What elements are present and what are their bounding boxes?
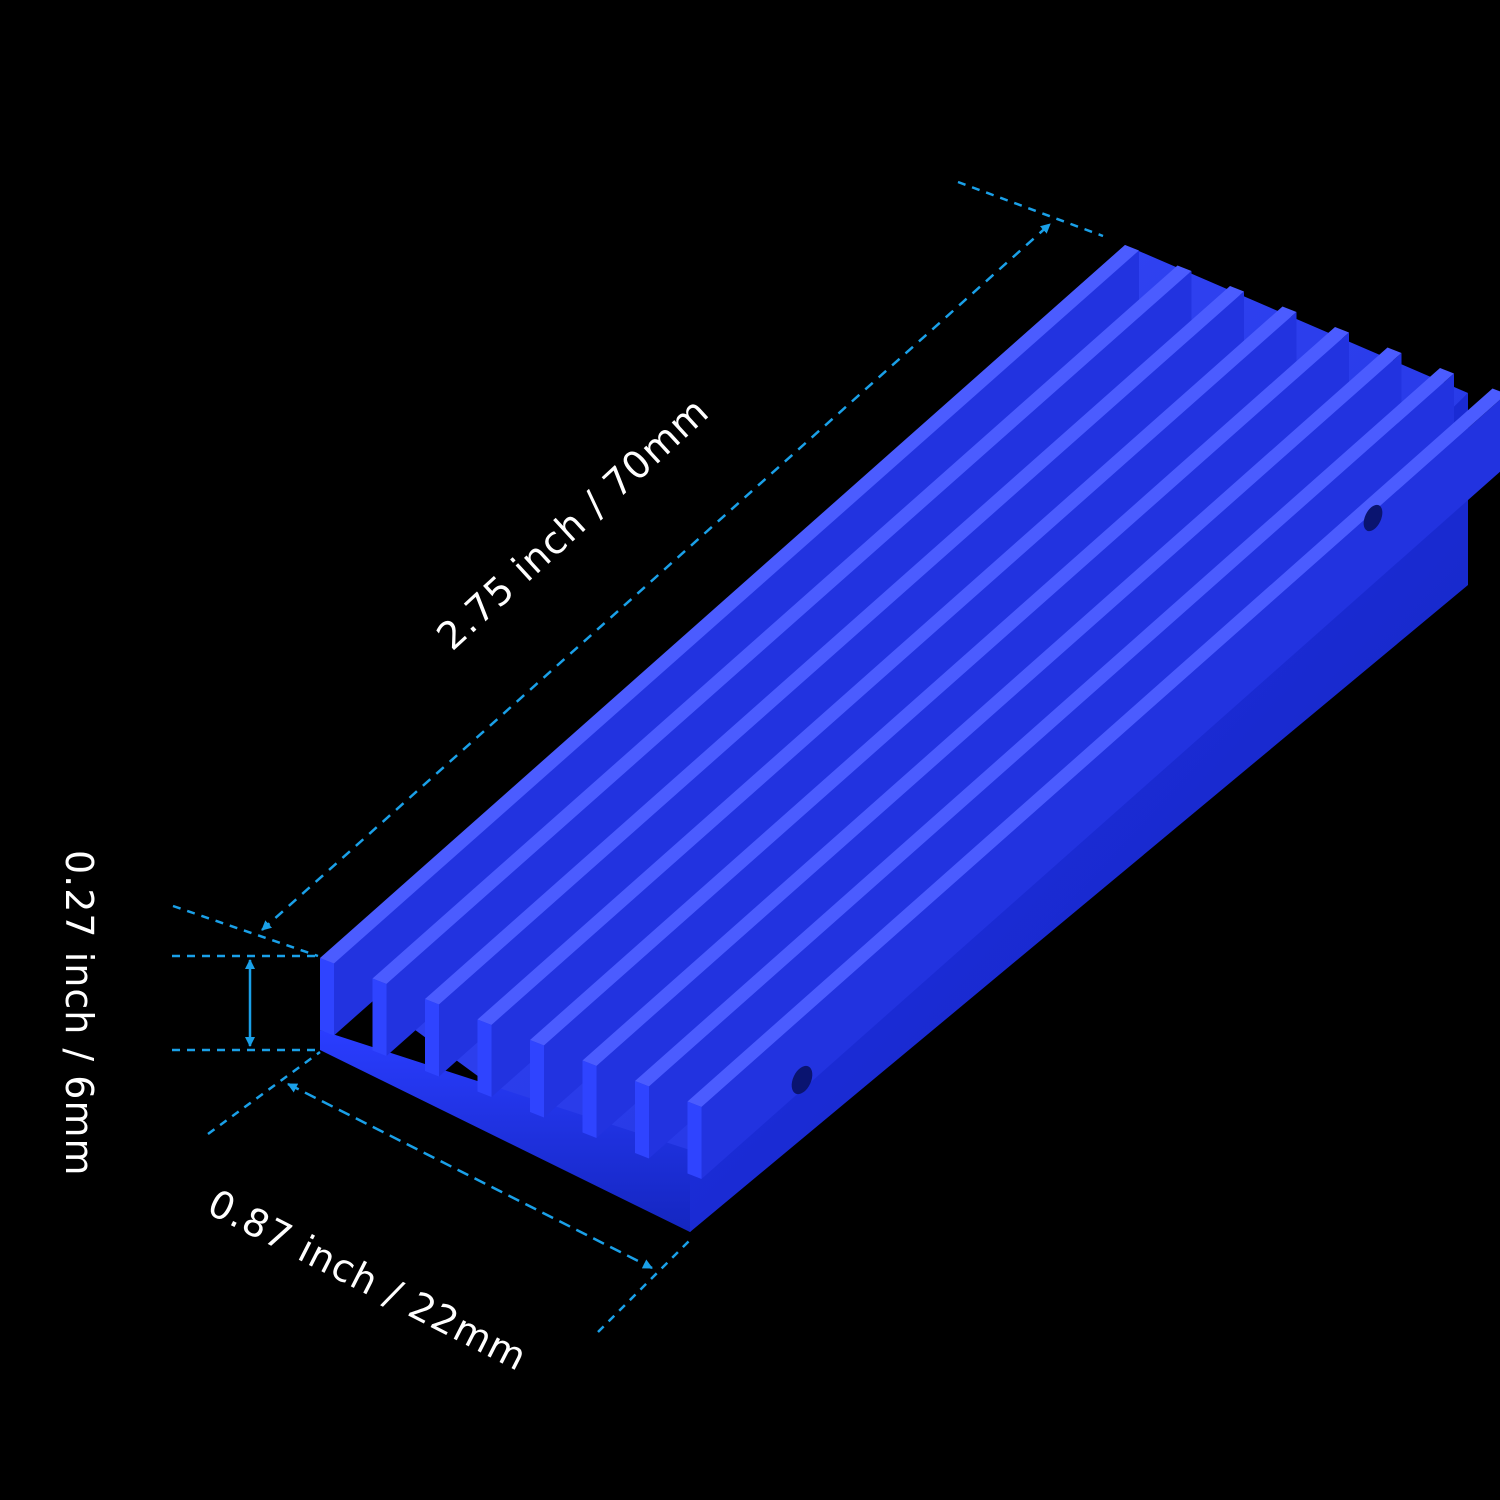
fin-front — [687, 1101, 702, 1179]
length-label: 2.75 inch / 70mm — [428, 389, 717, 659]
width-extension-left — [207, 1050, 321, 1136]
length-extension-bottom — [172, 904, 319, 958]
height-label: 0.27 inch / 6mm — [57, 850, 101, 1176]
fin-front — [425, 999, 439, 1077]
fin-front — [477, 1019, 492, 1097]
length-dimension-line — [261, 223, 1051, 931]
length-extension-top — [957, 180, 1104, 238]
fin-front — [582, 1060, 597, 1138]
width-extension-right — [597, 1239, 691, 1333]
width-label: 0.87 inch / 22mm — [201, 1181, 534, 1380]
heatsink — [320, 245, 1500, 1232]
dimension-annotations — [172, 180, 1104, 1333]
mounting-hole-front — [791, 1065, 813, 1095]
fin-front — [530, 1040, 544, 1118]
width-dimension-line — [287, 1082, 653, 1270]
fin-side — [701, 399, 1500, 1179]
mounting-hole-back — [1363, 504, 1383, 532]
fin-front — [635, 1081, 649, 1159]
fin-front — [320, 958, 334, 1036]
fin-front — [372, 978, 387, 1056]
